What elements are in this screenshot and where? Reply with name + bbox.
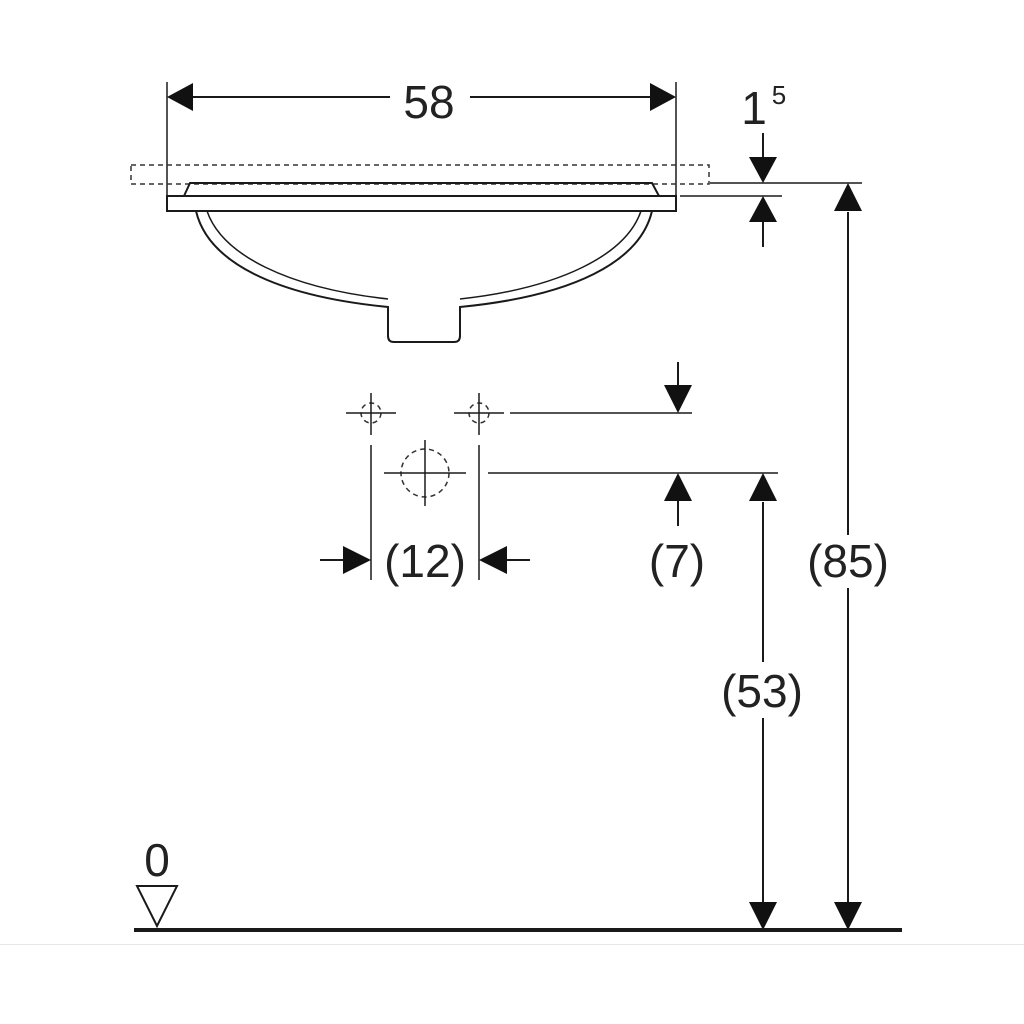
tap-offset-label: (7) (649, 535, 705, 587)
basin-upper-rim (183, 182, 660, 197)
tap-spacing-arrow-right (479, 546, 507, 574)
rim-arrow-bottom (749, 196, 777, 222)
drain-height-label: (53) (721, 665, 803, 717)
total-height-label: (85) (807, 535, 889, 587)
rim-thickness-dimension: 1 5 (680, 80, 786, 247)
floor-level: 0 (134, 834, 902, 932)
basin-bowl (195, 210, 653, 343)
drain-height-arrow-bottom (749, 902, 777, 930)
rim-arrow-top (749, 157, 777, 183)
tap-offset-arrow-top (664, 385, 692, 413)
width-arrow-left (167, 83, 193, 111)
drain-height-arrow-top (749, 473, 777, 501)
width-label: 58 (403, 76, 454, 128)
footer-divider (0, 944, 1024, 945)
rim-label: 1 (741, 82, 767, 134)
tap-hole-right (454, 393, 504, 435)
width-dimension: 58 (166, 76, 677, 196)
countertop-dashed-rect (130, 164, 710, 185)
rim-label-superscript: 5 (772, 80, 786, 110)
drain-hole (384, 440, 466, 506)
basin-bowl-inner-left (206, 210, 389, 300)
floor-level-triangle (135, 885, 179, 929)
total-height-arrow-top (834, 183, 862, 211)
countertop-outline (130, 164, 710, 185)
drain-height-dimension: (53) (721, 473, 803, 930)
tap-spacing-label: (12) (384, 535, 466, 587)
tap-hole-left (346, 393, 396, 435)
width-arrow-right (650, 83, 676, 111)
total-height-dimension: (85) (782, 182, 889, 930)
basin-bowl-inner-right (459, 210, 642, 300)
tap-offset-arrow-bottom (664, 473, 692, 501)
tap-spacing-arrow-left (343, 546, 371, 574)
basin (166, 182, 677, 343)
basin-main-rim (166, 195, 677, 212)
tap-spacing-dimension: (12) (320, 445, 530, 587)
floor-level-label: 0 (144, 834, 170, 886)
tap-holes (346, 393, 504, 435)
total-height-arrow-bottom (834, 902, 862, 930)
tap-offset-dimension: (7) (488, 362, 778, 587)
